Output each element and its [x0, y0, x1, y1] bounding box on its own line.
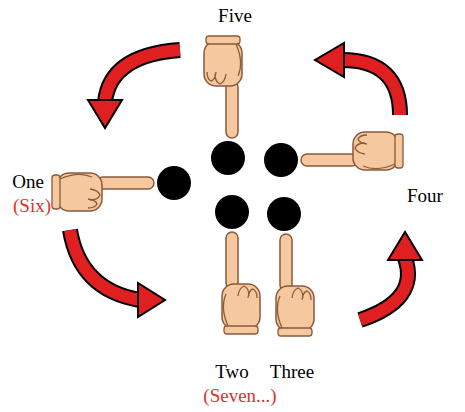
counted-dot	[264, 143, 298, 177]
count-label: Two	[215, 362, 249, 383]
pointing-hand	[222, 232, 260, 334]
continued-count-label: (Six)	[13, 196, 51, 217]
cycle-arrow	[315, 43, 400, 115]
count-label: Four	[407, 186, 443, 207]
counted-dot	[267, 197, 301, 231]
cycle-arrow	[360, 232, 422, 320]
counted-dot	[215, 195, 249, 229]
pointing-hand	[301, 132, 403, 170]
count-label: One	[12, 172, 44, 193]
pointing-hand	[204, 36, 242, 138]
count-label: Three	[270, 362, 314, 383]
continued-count-label: (Seven...)	[203, 386, 276, 407]
pointing-hand	[276, 234, 314, 336]
cycle-arrow	[88, 50, 180, 128]
counted-dot	[157, 166, 191, 200]
count-label: Five	[218, 6, 252, 27]
counted-dot	[211, 141, 245, 175]
cycle-arrow	[70, 230, 165, 317]
pointing-hand	[52, 173, 154, 211]
